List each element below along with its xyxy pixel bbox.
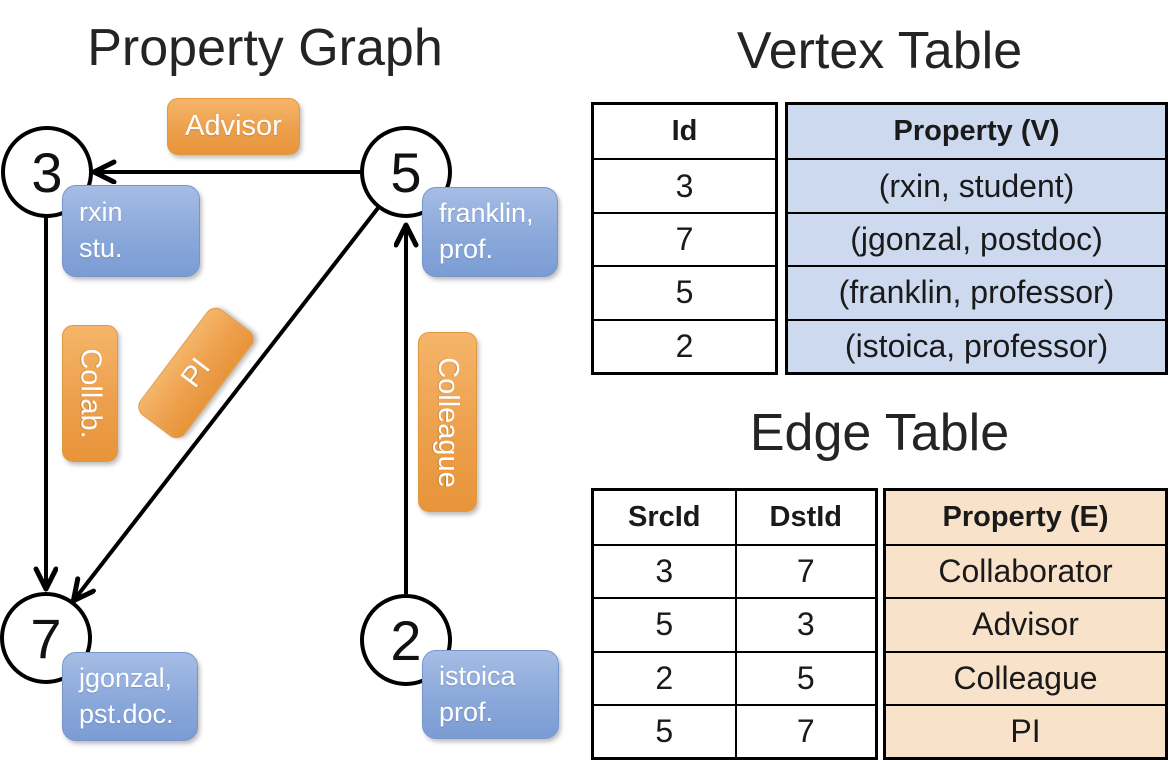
vertex-property-3-line1: rxin <box>79 197 123 228</box>
edge-table-property-header: Property (E) <box>942 501 1109 534</box>
edge-label-pi-text: PI <box>174 352 217 394</box>
vertex-property-box-5: franklin, prof. <box>422 187 558 277</box>
vertex-table-id-cell: 7 <box>594 211 775 265</box>
edge-table-srcid-cell: 2 <box>594 650 735 704</box>
vertex-table-property-header: Property (V) <box>893 115 1060 148</box>
vertex-property-7-line2: pst.doc. <box>79 698 174 729</box>
property-graph-title: Property Graph <box>87 19 443 77</box>
vertex-property-box-7: jgonzal, pst.doc. <box>62 652 198 741</box>
vertex-table-property-cell: (jgonzal, postdoc) <box>788 211 1165 265</box>
node-5-id: 5 <box>390 140 422 204</box>
graph-edges-layer <box>0 0 580 760</box>
edge-label-advisor-text: Advisor <box>185 110 282 142</box>
edge-table-title: Edge Table <box>749 404 1010 462</box>
edge-table-property-column: Property (E) Collaborator Advisor Collea… <box>883 488 1168 760</box>
vertex-property-box-2: istoica prof. <box>422 650 559 739</box>
vertex-table-property-cell: (rxin, student) <box>788 158 1165 211</box>
edge-table-ids-columns: SrcId DstId 3 7 5 3 2 5 5 7 <box>591 488 878 760</box>
edge-table-dstid-cell: 7 <box>734 703 875 757</box>
node-7-id: 7 <box>30 606 62 670</box>
edge-table-srcid-cell: 5 <box>594 703 735 757</box>
vertex-table-id-header: Id <box>671 115 698 148</box>
edge-table-property-cell: Colleague <box>886 650 1165 704</box>
edge-label-advisor: Advisor <box>167 98 300 155</box>
edge-table-dstid-header: DstId <box>734 491 876 545</box>
vertex-table-property-column: Property (V) (rxin, student) (jgonzal, p… <box>785 102 1168 375</box>
edge-label-colleague: Colleague <box>418 332 477 512</box>
node-5: 5 <box>360 126 452 218</box>
edge-table-property-cell: Advisor <box>886 597 1165 650</box>
vertex-property-7-line1: jgonzal, <box>79 662 173 693</box>
edge-label-collab: Collab. <box>62 325 118 462</box>
vertex-table-property-cell: (istoica, professor) <box>788 318 1165 372</box>
vertex-table-property-cell: (franklin, professor) <box>788 265 1165 318</box>
edge-table-srcid-header: SrcId <box>627 501 701 534</box>
edge-table-dstid-cell: 5 <box>734 650 875 704</box>
edge-table-srcid-cell: 5 <box>594 597 735 650</box>
edge-label-collab-text: Collab. <box>74 348 107 439</box>
edge-label-colleague-text: Colleague <box>432 356 465 488</box>
vertex-table-id-cell: 3 <box>594 158 775 211</box>
vertex-table-id-cell: 5 <box>594 265 775 318</box>
edge-table-property-cell: PI <box>886 703 1165 757</box>
edge-table-property-cell: Collaborator <box>886 544 1165 597</box>
vertex-property-2-line1: istoica <box>439 660 516 691</box>
node-2: 2 <box>360 594 452 686</box>
vertex-property-box-3: rxin stu. <box>62 185 200 277</box>
edge-table-dstid-cell: 3 <box>734 597 875 651</box>
node-2-id: 2 <box>390 608 422 672</box>
vertex-table-title: Vertex Table <box>736 22 1023 80</box>
vertex-property-2-line2: prof. <box>439 696 494 727</box>
vertex-property-5-line1: franklin, <box>439 198 534 229</box>
edge-table-dstid-cell: 7 <box>734 544 875 598</box>
vertex-property-3-line2: stu. <box>79 233 123 263</box>
edge-table-srcid-cell: 3 <box>594 544 735 597</box>
edge-pi-line <box>74 206 380 600</box>
vertex-property-5-line2: prof. <box>439 234 494 264</box>
vertex-table-id-column: Id 3 7 5 2 <box>591 102 778 375</box>
vertex-table-id-cell: 2 <box>594 318 775 372</box>
node-3-id: 3 <box>31 140 63 204</box>
